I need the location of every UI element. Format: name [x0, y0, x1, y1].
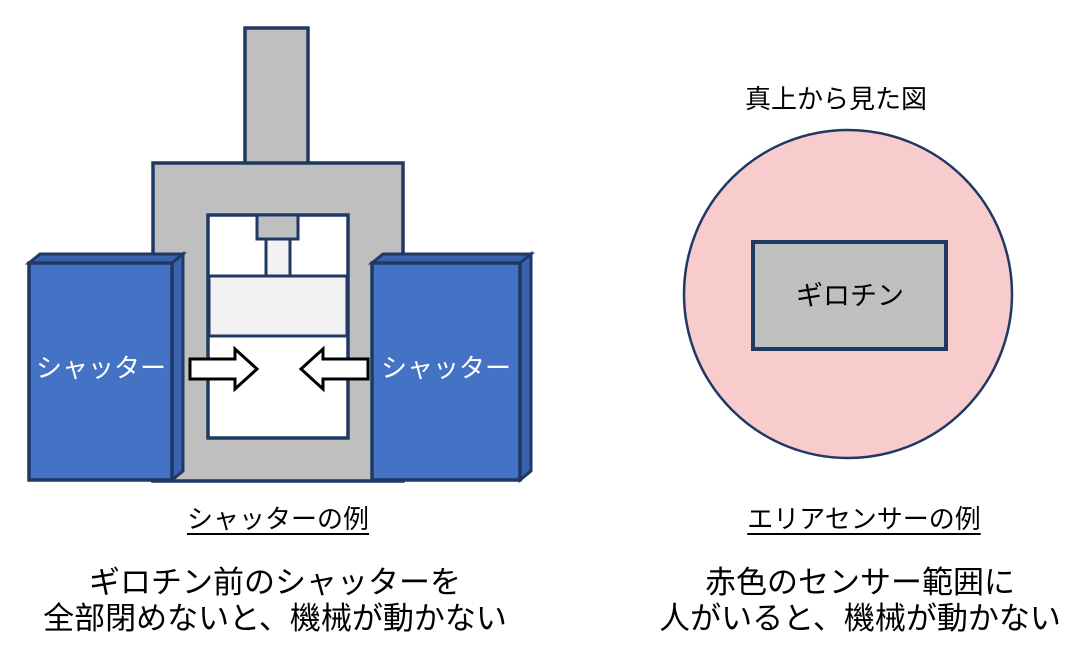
right-shutter: シャッター: [367, 250, 536, 484]
left-shutter-front: [27, 261, 174, 482]
area-sensor-example-caption-text: エリアセンサーの例: [747, 504, 981, 534]
area-sensor-diagram: ギロチン: [682, 128, 1014, 460]
guillotine-block: [751, 240, 948, 351]
shutter-description: ギロチン前のシャッターを 全部閉めないと、機械が動かない: [15, 565, 535, 637]
area-sensor-example-caption: エリアセンサーの例: [664, 505, 1064, 533]
shutter-example-caption: シャッターの例: [78, 505, 478, 533]
piston-head: [255, 213, 300, 241]
area-sensor-description: 赤色のセンサー範囲に 人がいると、機械が動かない: [600, 565, 1086, 637]
piston-rod: [264, 237, 292, 279]
shutter-example-caption-text: シャッターの例: [186, 504, 369, 534]
guillotine-label: ギロチン: [796, 281, 904, 311]
right-shutter-front: [370, 261, 522, 482]
close-arrow-left-icon: [298, 345, 370, 393]
top-view-title: 真上から見た図: [744, 84, 927, 114]
shutter-example-diagram: シャッター シャッター: [24, 26, 536, 484]
workpiece-block: [207, 274, 349, 338]
shutter-description-line2: 全部閉めないと、機械が動かない: [43, 601, 507, 636]
shutter-description-line1: ギロチン前のシャッターを: [89, 565, 461, 600]
area-sensor-description-line1: 赤色のセンサー範囲に: [705, 565, 1015, 600]
left-shutter-label: シャッター: [36, 353, 166, 383]
right-shutter-label: シャッター: [381, 353, 511, 383]
area-sensor-description-line2: 人がいると、機械が動かない: [659, 601, 1061, 636]
press-ram-column: [243, 26, 310, 169]
close-arrow-right-icon: [188, 345, 260, 393]
left-shutter: シャッター: [24, 250, 188, 484]
